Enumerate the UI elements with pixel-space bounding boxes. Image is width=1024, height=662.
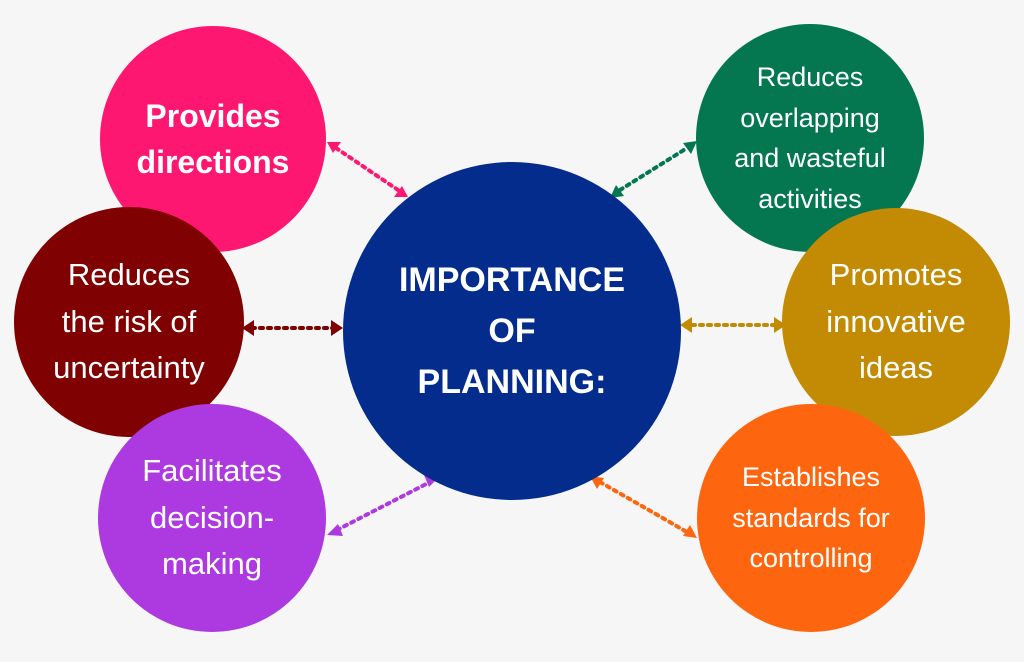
provides-directions-label: Provides directions: [136, 97, 290, 180]
promotes-innovative-ideas-label: Promotes innovative ideas: [826, 257, 966, 386]
connector-uncertainty: [242, 320, 343, 336]
reduces-uncertainty-circle: Reduces the risk of uncertainty: [14, 207, 244, 437]
reduces-uncertainty-label: Reduces the risk of uncertainty: [53, 257, 205, 386]
importance-of-planning-center-circle: IMPORTANCE OF PLANNING:: [343, 162, 681, 500]
center-title: IMPORTANCE OF PLANNING:: [398, 260, 626, 401]
reduces-overlapping-label: Reduces overlapping and wasteful activit…: [734, 62, 886, 214]
establishes-standards-label: Establishes standards for controlling: [732, 462, 890, 574]
connector-directions: [327, 142, 408, 197]
connector-decision: [327, 475, 440, 536]
connector-innovative: [680, 317, 786, 333]
establishes-standards-circle: Establishes standards for controlling: [697, 404, 925, 632]
connector-overlap: [610, 141, 697, 198]
facilitates-decision-making-label: Facilitates decision- making: [142, 453, 282, 582]
promotes-innovative-ideas-circle: Promotes innovative ideas: [782, 208, 1010, 436]
connector-standards: [590, 476, 697, 538]
facilitates-decision-making-circle: Facilitates decision- making: [98, 404, 326, 632]
